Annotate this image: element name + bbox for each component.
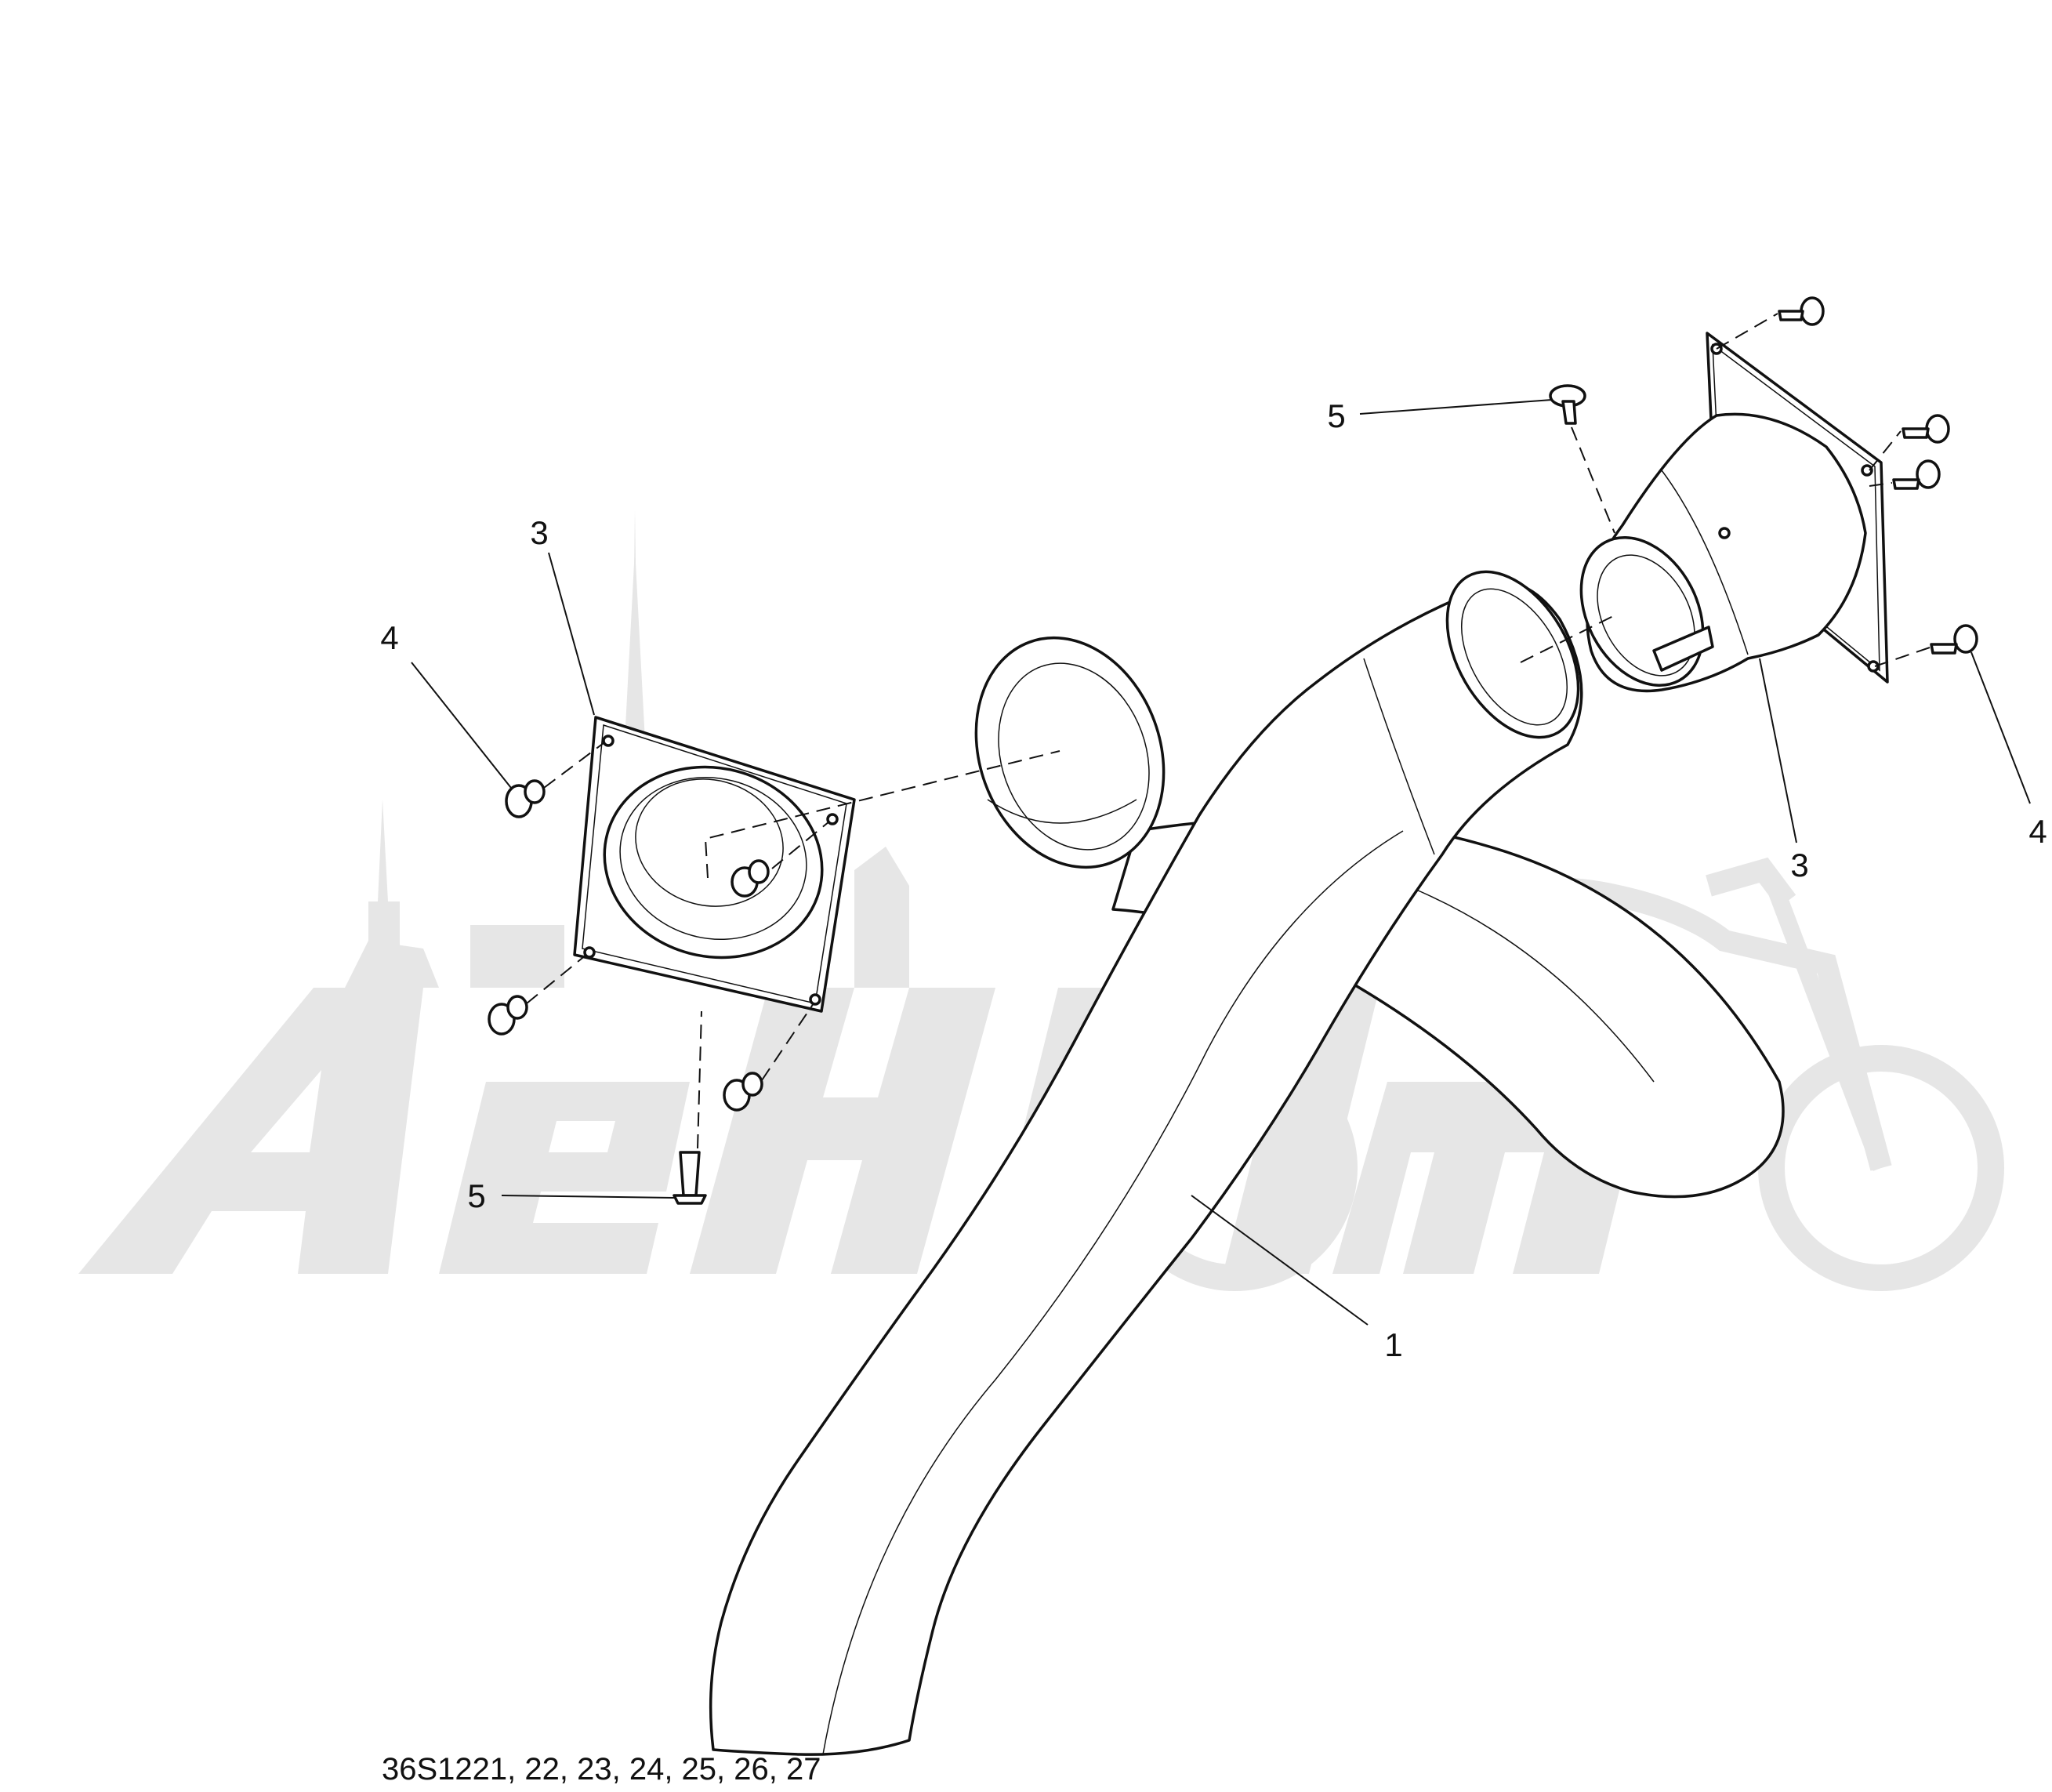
watermark-wheel-rear xyxy=(1758,1045,2004,1291)
left-rivet-center xyxy=(731,859,770,898)
callout-1: 1 xyxy=(1384,1326,1402,1363)
right-flange-hole-br xyxy=(1867,660,1880,673)
callout-4-right: 4 xyxy=(2028,813,2047,850)
right-rivet-1 xyxy=(1778,296,1825,326)
left-rivet-bottom xyxy=(723,1072,763,1112)
right-flange-hole-bl xyxy=(1718,527,1731,539)
intake-tube xyxy=(709,570,1785,1756)
left-flange-collar xyxy=(603,765,824,959)
left-screw xyxy=(673,1151,707,1205)
leader-lines xyxy=(411,399,2031,1326)
callouts: 1 3 3 4 4 5 5 xyxy=(380,397,2047,1363)
assembly-lines xyxy=(526,313,1931,1149)
left-rivet-top xyxy=(505,779,546,818)
callout-4-left: 4 xyxy=(380,619,398,656)
intake-tube-main-seam xyxy=(822,830,1404,1755)
left-flange-hole-tr xyxy=(826,813,839,825)
watermark-letter-h xyxy=(690,988,995,1274)
right-rivet-4 xyxy=(1930,624,1978,655)
leader-1 xyxy=(1191,1195,1369,1326)
leader-4-left xyxy=(411,662,512,789)
right-flange-band-inner xyxy=(1597,554,1695,677)
callout-3-right: 3 xyxy=(1790,847,1808,883)
right-flange-hole-tr xyxy=(1861,464,1873,477)
callout-3-left: 3 xyxy=(530,514,548,551)
callout-5-right: 5 xyxy=(1327,397,1345,434)
fasteners xyxy=(488,296,1978,1205)
leader-4-right xyxy=(1970,651,2031,804)
intake-tube-front-opening-inner xyxy=(1460,588,1568,726)
intake-tube-band-line xyxy=(1363,658,1435,855)
leader-3-right xyxy=(1759,658,1797,843)
right-rivet-3 xyxy=(1892,459,1941,490)
intake-tube-main-body xyxy=(709,581,1583,1756)
reference-numbers: 36S1221, 22, 23, 24, 25, 26, 27 xyxy=(382,1752,821,1787)
left-flange-hole-br xyxy=(809,993,821,1006)
right-screw xyxy=(1549,384,1586,425)
right-rivet-2 xyxy=(1902,414,1950,444)
leader-5-left xyxy=(501,1195,675,1199)
intake-tube-front-opening xyxy=(1445,570,1580,739)
right-flange-adapter xyxy=(1579,332,1889,693)
right-flange-cone-seam xyxy=(1661,470,1749,655)
watermark-cityscape xyxy=(345,510,909,996)
watermark-letter-e xyxy=(439,1082,690,1274)
left-rivet-lower xyxy=(488,995,528,1036)
watermark-fork xyxy=(1763,875,1890,1171)
left-flange-hole-tl xyxy=(602,735,615,747)
callout-5-left: 5 xyxy=(467,1177,485,1214)
left-flange-collar-ring xyxy=(619,776,807,941)
left-flange-hole-bl xyxy=(583,946,596,959)
intake-tube-rear-opening-band xyxy=(987,799,1137,824)
intake-tube-rear-opening-inner xyxy=(998,662,1150,851)
watermark-letter-a xyxy=(78,988,423,1274)
left-flange-adapter xyxy=(573,716,856,1013)
right-flange-clamp xyxy=(1652,626,1714,672)
leader-3-left xyxy=(548,552,595,716)
leader-5-right xyxy=(1359,399,1553,415)
